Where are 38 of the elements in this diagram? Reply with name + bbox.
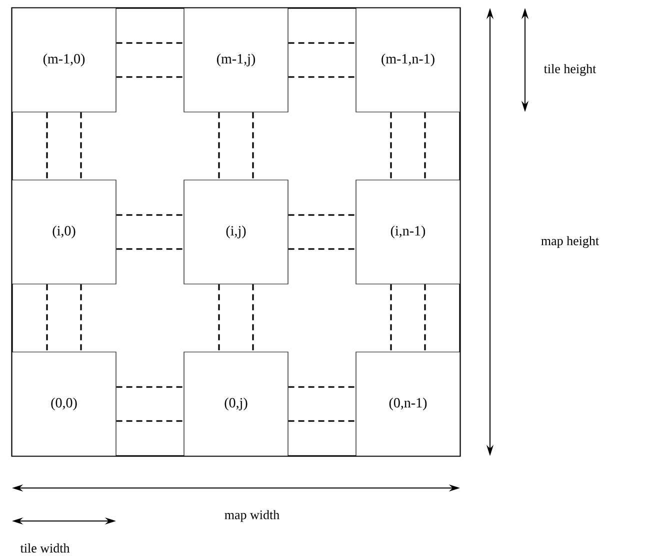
tile-box: (i,0) (12, 180, 116, 284)
dashed-connector (116, 214, 184, 216)
tile-box: (0,n-1) (356, 352, 460, 456)
dimension-label: map width (224, 510, 280, 522)
dashed-connector (80, 112, 82, 180)
map-box (11, 7, 461, 457)
dashed-connector (46, 284, 48, 352)
tile-box: (m-1,j) (184, 8, 288, 112)
dashed-connector (80, 284, 82, 352)
dashed-connector (116, 42, 184, 44)
dashed-connector (116, 420, 184, 422)
tile-box: (i,j) (184, 180, 288, 284)
dashed-connector (424, 112, 426, 180)
dashed-connector (218, 112, 220, 180)
dashed-connector (424, 284, 426, 352)
dimension-label: map height (541, 236, 599, 248)
dashed-connector (218, 284, 220, 352)
dashed-connector (390, 112, 392, 180)
dashed-connector (288, 76, 356, 78)
dimension-label: tile width (20, 543, 70, 553)
dimension-label: tile height (544, 64, 596, 76)
dashed-connector (116, 386, 184, 388)
dashed-connector (116, 76, 184, 78)
dashed-connector (390, 284, 392, 352)
dashed-connector (116, 248, 184, 250)
dashed-connector (288, 386, 356, 388)
tile-box: (m-1,0) (12, 8, 116, 112)
dashed-connector (252, 284, 254, 352)
dashed-connector (288, 248, 356, 250)
dashed-connector (288, 420, 356, 422)
dashed-connector (288, 42, 356, 44)
tile-box: (i,n-1) (356, 180, 460, 284)
dashed-connector (288, 214, 356, 216)
tile-box: (0,0) (12, 352, 116, 456)
dashed-connector (46, 112, 48, 180)
tile-box: (m-1,n-1) (356, 8, 460, 112)
tile-box: (0,j) (184, 352, 288, 456)
dashed-connector (252, 112, 254, 180)
